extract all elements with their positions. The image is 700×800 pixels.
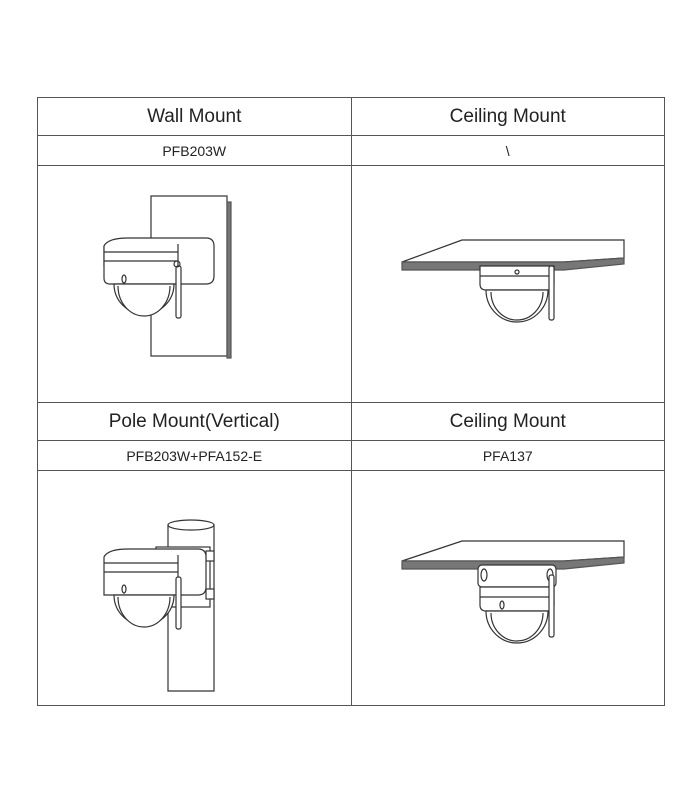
wall-mount-illustration-cell xyxy=(37,165,352,403)
ceiling-mount-title: Ceiling Mount xyxy=(350,97,665,136)
ceiling-mount-2-camera-illustration xyxy=(401,540,625,644)
ceiling-mount-illustration-cell xyxy=(350,165,665,403)
ceiling-mount-model: \ xyxy=(350,135,665,166)
pole-mount-camera-illustration xyxy=(103,519,215,692)
pole-mount-model: PFB203W+PFA152-E xyxy=(37,440,352,471)
wall-mount-camera-illustration xyxy=(103,195,232,359)
ceiling-mount-2-title: Ceiling Mount xyxy=(350,402,665,441)
pole-mount-title: Pole Mount(Vertical) xyxy=(37,402,352,441)
mount-table: Wall Mount Ceiling Mount PFB203W \ xyxy=(37,97,665,706)
ceiling-mount-2-model: PFA137 xyxy=(350,440,665,471)
pole-mount-illustration-cell xyxy=(37,470,352,706)
ceiling-mount-2-illustration-cell xyxy=(350,470,665,706)
wall-mount-title: Wall Mount xyxy=(37,97,352,136)
wall-mount-model: PFB203W xyxy=(37,135,352,166)
ceiling-mount-camera-illustration xyxy=(401,239,625,323)
